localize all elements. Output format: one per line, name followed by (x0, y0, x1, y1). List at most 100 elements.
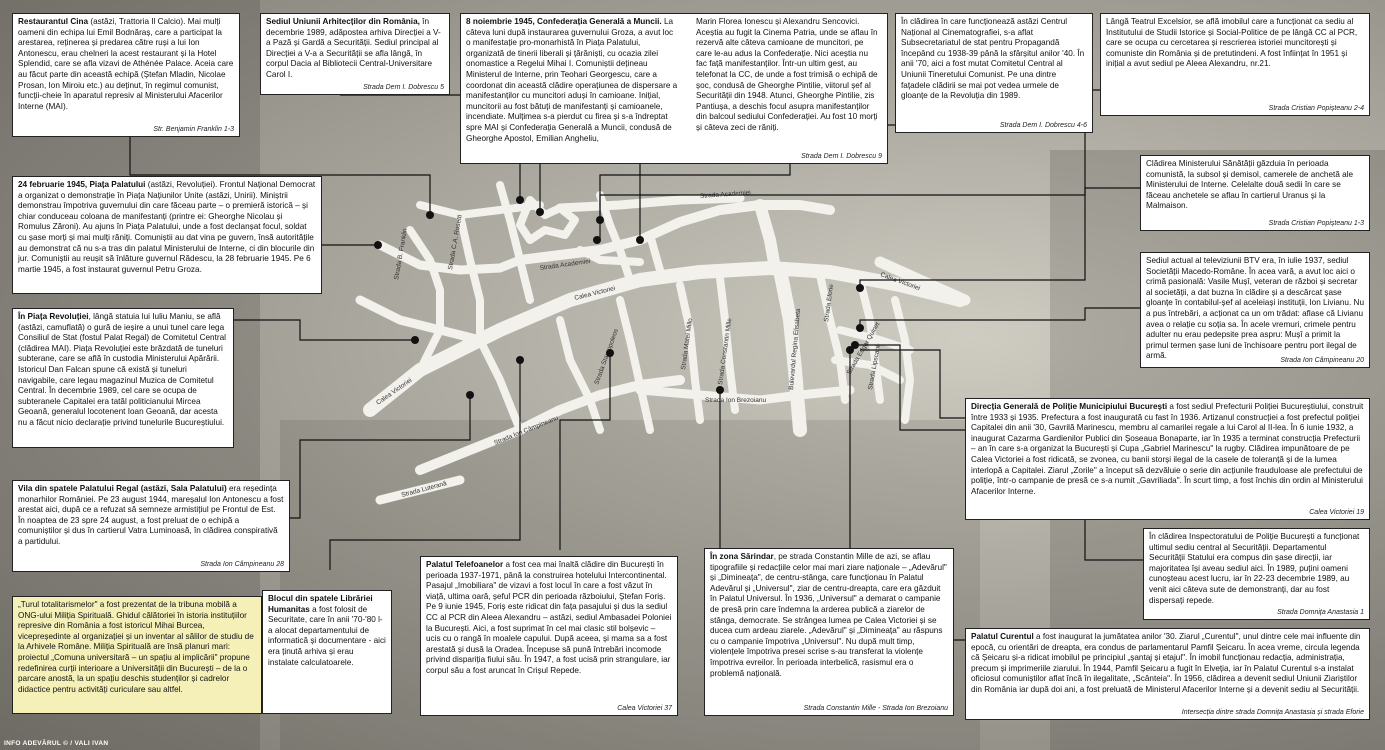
info-box-palatul-telefoanelor: Palatul Telefoanelor a fost cea mai înal… (420, 556, 678, 716)
info-box-text: „Turul totalitarismelor" a fost prezenta… (18, 600, 254, 694)
info-box-text: a fost inaugurat la jumătatea anilor '30… (971, 632, 1361, 694)
street-luterana (375, 475, 465, 505)
info-box-source: Strada Domnița Anastasia 1 (1277, 609, 1364, 616)
info-box-text: , pe strada Constantin Mille de azi, se … (710, 552, 947, 678)
marker-dot (536, 208, 544, 216)
street-label-rosetti: Strada C.A. Rosetti (447, 214, 464, 270)
street-west-5 (496, 181, 534, 304)
street-constantin-mille (716, 274, 739, 414)
leader-line (129, 137, 431, 215)
info-box-text: În clădirea în care funcționează astăzi … (901, 17, 1085, 101)
info-box-title: Direcția Generală de Poliție Municipiulu… (971, 402, 1168, 411)
street-center-2 (576, 246, 644, 266)
marker-dot (596, 216, 604, 224)
leader-line (290, 395, 471, 519)
info-box-source: Calea Victoriei 37 (617, 705, 672, 712)
street-brezoianu (635, 385, 855, 405)
info-box-palatul-curentul: Palatul Curentul a fost inaugurat la jum… (965, 628, 1370, 720)
info-box-source: Strada Ion Câmpineanu 20 (1280, 357, 1364, 364)
info-box-inspectorat: În clădirea Inspectoratului de Poliție B… (1143, 528, 1370, 620)
info-box-confederatia: 8 noiembrie 1945, Confederația Generală … (460, 13, 888, 164)
street-eforie (816, 271, 849, 404)
info-box-text: Lângă Teatrul Excelsior, se află imobilu… (1106, 17, 1358, 69)
info-box-title: Blocul din spatele Librăriei Humanitas (268, 594, 373, 614)
info-box-source: Strada Dem I. Dobrescu 4-6 (999, 122, 1087, 129)
info-box-politie-municipiu: Direcția Generală de Poliție Municipiulu… (965, 398, 1370, 520)
marker-dot (856, 324, 864, 332)
marker-dot (851, 341, 859, 349)
street-east-3 (831, 356, 904, 384)
location-markers (374, 196, 864, 399)
marker-dot (516, 356, 524, 364)
info-box-title: 24 februarie 1945, Piața Palatului (18, 180, 146, 189)
street-academiei-upper (555, 193, 745, 213)
info-box-text: , lângă statuia lui Iuliu Maniu, se află… (18, 312, 226, 427)
marker-dot (374, 241, 382, 249)
street-west-4 (456, 211, 484, 344)
street-west-3 (406, 226, 444, 374)
info-box-text: în decembrie 1989, adăpostea arhiva Dire… (266, 17, 441, 79)
info-box-source: Strada Dem I. Dobrescu 5 (363, 84, 444, 91)
info-box-source: Calea Victoriei 19 (1309, 509, 1364, 516)
street-victoriei-south (754, 199, 781, 274)
street-label-stavropoleos: Strada Stavropoleos (593, 327, 620, 385)
street-calea-victoriei (363, 261, 967, 417)
marker-dot (846, 346, 854, 354)
info-box-turul-totalitarismelor: „Turul totalitarismelor" a fost prezenta… (12, 596, 262, 714)
info-box-text: Marin Florea Ionescu și Alexandru Sencov… (696, 17, 878, 132)
marker-dot (856, 284, 864, 292)
leader-line (859, 187, 1140, 288)
info-box-source: Str. Benjamin Franklin 1-3 (153, 126, 234, 133)
info-box-text: era reședința monarhilor României. Pe 23… (18, 484, 284, 546)
street-label-campineanu: Strada Ion Câmpineanu (493, 415, 560, 447)
info-box-excelsior: Lângă Teatrul Excelsior, se află imobilu… (1100, 13, 1370, 116)
street-network (355, 181, 971, 505)
info-box-title: Vila din spatele Palatului Regal (astăzi… (18, 484, 227, 493)
info-box-text: a fost cea mai înaltă clădire din Bucure… (426, 560, 672, 675)
street-franklin (416, 201, 544, 219)
info-box-text: a fost sediul Prefecturii Poliției Bucur… (971, 402, 1364, 496)
street-matei-millo (676, 281, 704, 424)
street-label-luterana: Strada Luterană (401, 480, 448, 499)
street-south-1 (476, 336, 524, 434)
info-box-title: În zona Sărindar (710, 552, 774, 561)
info-box-source: Strada Dem I. Dobrescu 9 (801, 153, 882, 160)
info-box-restaurant-cina: Restaurantul Cina (astăzi, Trattoria Il … (12, 13, 240, 137)
info-box-title: Palatul Telefoanelor (426, 560, 504, 569)
info-box-btv: Sediul actual al televiziunii BTV era, î… (1140, 252, 1370, 368)
street-label-brezoianu: Strada Ion Brezoianu (705, 397, 766, 404)
info-box-text: În clădirea Inspectoratului de Poliție B… (1149, 532, 1360, 605)
marker-dot (466, 391, 474, 399)
info-box-sarindar: În zona Sărindar, pe strada Constantin M… (704, 548, 954, 716)
street-center-loop (516, 196, 579, 244)
info-box-column: 8 noiembrie 1945, Confederația Generală … (466, 17, 678, 144)
marker-dot (606, 349, 614, 357)
credit-line: INFO ADEVĂRUL © / VALI IVAN (4, 740, 109, 747)
leader-line (329, 360, 521, 570)
info-box-text: (astăzi, Trattoria Il Calcio). Mai mulți… (18, 17, 234, 111)
marker-dot (516, 196, 524, 204)
info-box-source: Strada Cristian Popișteanu 2-4 (1268, 105, 1364, 112)
marker-dot (411, 336, 419, 344)
leader-line (559, 353, 611, 550)
info-box-title: Sediul Uniunii Arhitecților din România, (266, 17, 420, 26)
info-box-title: Restaurantul Cina (18, 17, 89, 26)
info-box-source: Intersecția dintre strada Domnița Anasta… (1181, 709, 1364, 716)
info-box-source: Strada Constantin Mille - Strada Ion Bre… (803, 705, 948, 712)
street-south-2 (556, 316, 604, 434)
leader-line (859, 307, 1140, 328)
info-box-source: Strada Ion Câmpineanu 28 (200, 561, 284, 568)
info-box-text: (astăzi, Revoluției). Frontul Național D… (18, 180, 316, 274)
info-box-title: 8 noiembrie 1945, Confederația Generală … (466, 17, 662, 26)
street-west-1 (375, 240, 525, 275)
marker-dot (636, 236, 644, 244)
info-box-vila-palat: Vila din spatele Palatului Regal (astăzi… (12, 480, 290, 572)
info-box-text: Sediul actual al televiziunii BTV era, î… (1146, 256, 1365, 361)
info-box-title: În Piața Revoluției (18, 312, 89, 321)
info-box-title: Palatul Curentul (971, 632, 1034, 641)
info-box-text: a fost folosit de Securitate, care în an… (268, 604, 386, 667)
info-box-text: La câteva luni după instaurarea guvernul… (466, 17, 678, 143)
marker-dot (716, 386, 724, 394)
info-box-humanitas: Blocul din spatele Librăriei Humanitas a… (262, 590, 392, 714)
